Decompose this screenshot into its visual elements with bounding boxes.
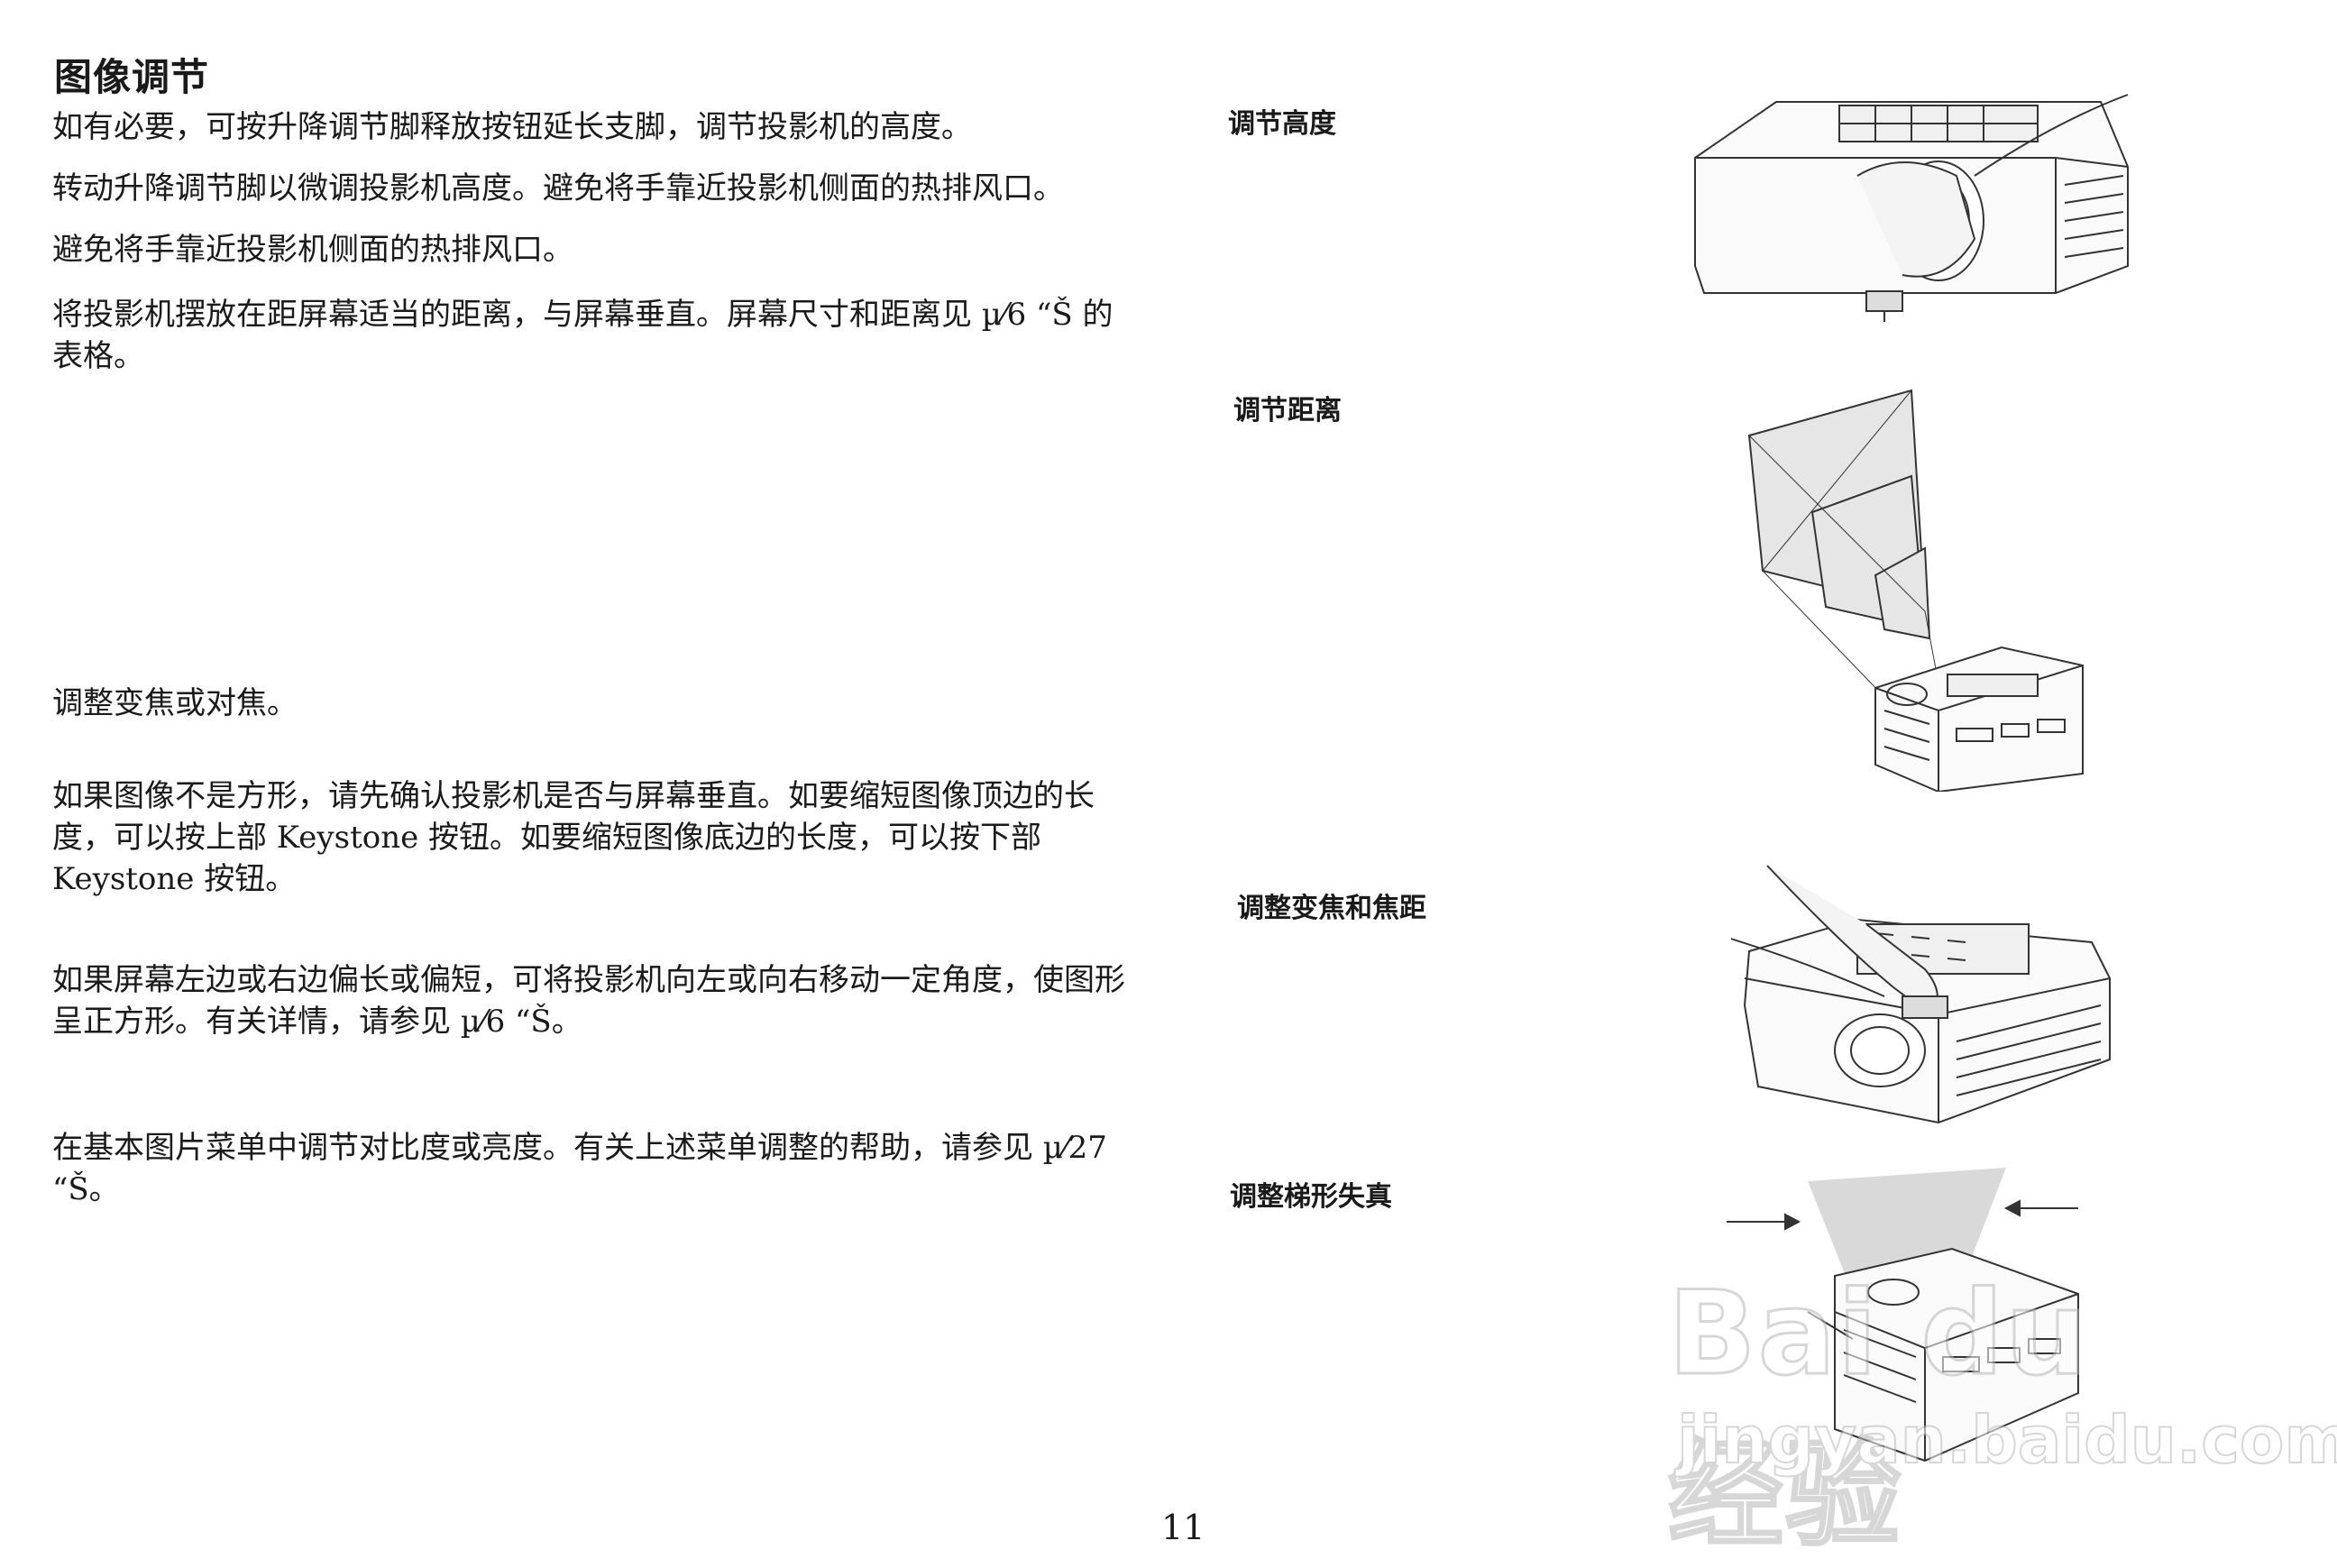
projector-height-illustration (1677, 86, 2146, 338)
page-title: 图像调节 (54, 55, 210, 99)
paragraph-vent-warning: 避免将手靠近投影机侧面的热排风口。 (52, 232, 573, 268)
paragraph-angle: 如果屏幕左边或右边偏长或偏短，可将投影机向左或向右移动一定角度，使图形呈正方形。… (52, 962, 1125, 1040)
paragraph-fine-adjust: 转动升降调节脚以微调投影机高度。避免将手靠近投影机侧面的热排风口。 (52, 170, 1064, 206)
caption-adjust-height: 调节高度 (1228, 108, 1336, 140)
paragraph-distance: 将投影机摆放在距屏幕适当的距离，与屏幕垂直。屏幕尺寸和距离见 µ⁄6 “Š 的表… (52, 297, 1114, 374)
watermark-main-text: Bai du 经验 (1667, 1266, 2090, 1564)
caption-keystone: 调整梯形失真 (1230, 1181, 1392, 1213)
paragraph-keystone: 如果图像不是方形，请先确认投影机是否与屏幕垂直。如要缩短图像顶边的长度，可以按上… (52, 778, 1095, 897)
paragraph-zoom-focus: 调整变焦或对焦。 (52, 685, 298, 721)
caption-zoom-focus: 调整变焦和焦距 (1237, 893, 1426, 924)
projector-keystone-illustration (1718, 1159, 2114, 1474)
page-number: 11 (1161, 1508, 1205, 1547)
projector-distance-illustration (1740, 386, 2119, 792)
paragraph-contrast: 在基本图片菜单中调节对比度或亮度。有关上述菜单调整的帮助，请参见 µ⁄27 “Š… (52, 1130, 1107, 1207)
paragraph-raise-foot: 如有必要，可按升降调节脚释放按钮延长支脚，调节投影机的高度。 (52, 109, 972, 145)
baidu-jingyan-watermark: Bai du 经验 jingyan.baidu.com (1667, 1249, 2337, 1564)
caption-adjust-distance: 调节距离 (1233, 395, 1342, 426)
watermark-sub-text: jingyan.baidu.com (1676, 1401, 2337, 1479)
projector-zoom-illustration (1731, 861, 2128, 1132)
